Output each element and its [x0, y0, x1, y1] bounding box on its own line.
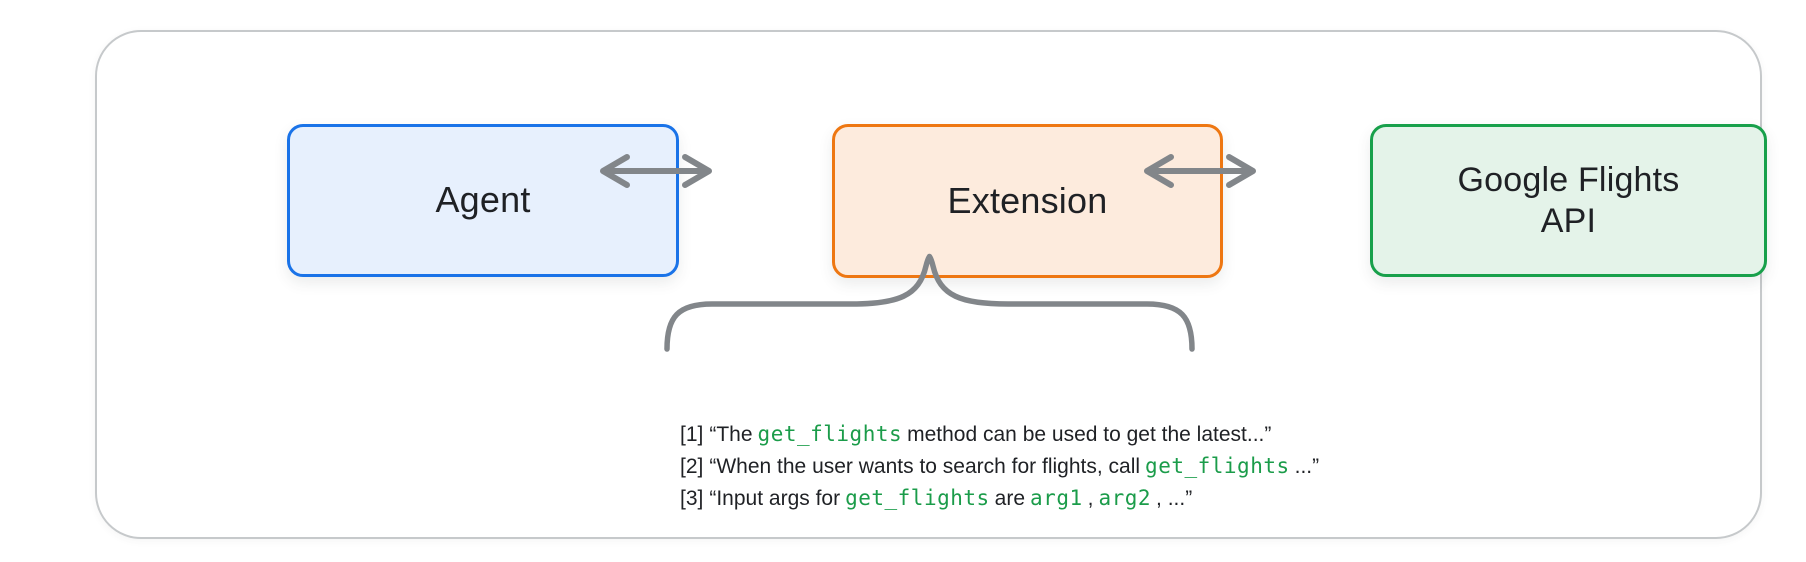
annotation-text: “When the user wants to search for fligh… — [709, 455, 1141, 478]
node-google-flights-api-label: Google Flights API — [1457, 161, 1680, 240]
annotation-text: , — [1087, 487, 1094, 510]
annotation-line: [2]“When the user wants to search for fl… — [680, 450, 1319, 482]
annotation-marker: [1] — [680, 423, 704, 446]
node-extension: Extension — [832, 124, 1223, 278]
inline-code: arg2 — [1098, 486, 1152, 510]
node-google-flights-api: Google Flights API — [1370, 124, 1767, 277]
annotation-text: are — [994, 487, 1026, 510]
inline-code: get_flights — [1145, 454, 1290, 478]
node-agent: Agent — [287, 124, 679, 277]
inline-code: get_flights — [845, 486, 990, 510]
annotation-text: , ...” — [1156, 487, 1193, 510]
node-agent-label: Agent — [435, 179, 531, 221]
annotation-text: “The — [709, 423, 753, 446]
inline-code: get_flights — [757, 422, 903, 446]
diagram-card: Agent Extension Google Flights API [1]“T… — [95, 30, 1767, 539]
annotation-marker: [3] — [680, 487, 704, 510]
node-extension-label: Extension — [947, 179, 1108, 221]
annotation-text: ...” — [1294, 455, 1320, 478]
annotation-marker: [2] — [680, 455, 704, 478]
inline-code: arg1 — [1030, 486, 1083, 510]
annotation-text: “Input args for — [709, 487, 841, 510]
annotation-text: method can be used to get the latest...” — [907, 423, 1272, 446]
